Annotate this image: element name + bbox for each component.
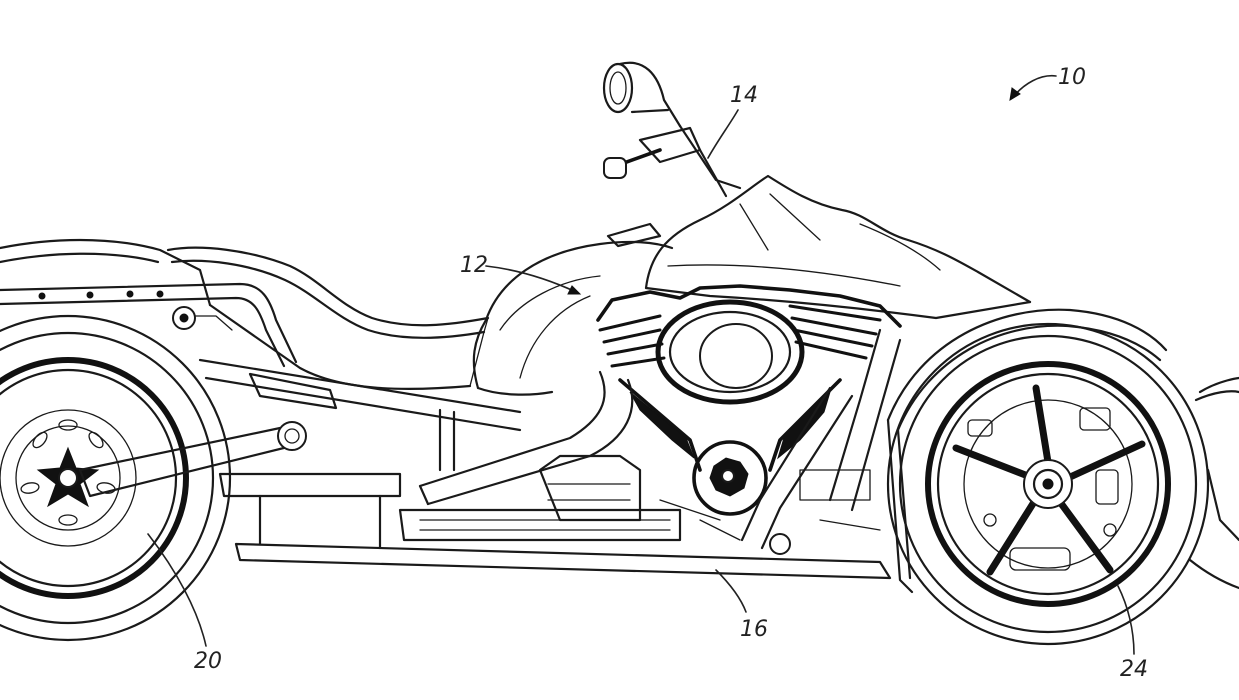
front-wheel — [886, 308, 1239, 646]
seat — [166, 246, 490, 391]
ref-12: 12 — [460, 253, 488, 278]
ref-24: 24 — [1120, 657, 1148, 682]
fuel-tank — [472, 222, 674, 396]
frame — [78, 328, 902, 580]
handlebar — [602, 61, 742, 198]
ref-20: 20 — [194, 649, 222, 674]
rear-body — [0, 282, 298, 368]
front-fairing — [644, 174, 1032, 320]
exhaust — [418, 370, 854, 555]
rear-wheel — [0, 238, 232, 642]
ref-16: 16 — [740, 617, 768, 642]
ref-14: 14 — [730, 83, 758, 108]
ref-10: 10 — [1058, 65, 1086, 90]
reference-numerals: 10 14 12 16 20 24 — [147, 65, 1148, 682]
engine — [538, 284, 902, 522]
